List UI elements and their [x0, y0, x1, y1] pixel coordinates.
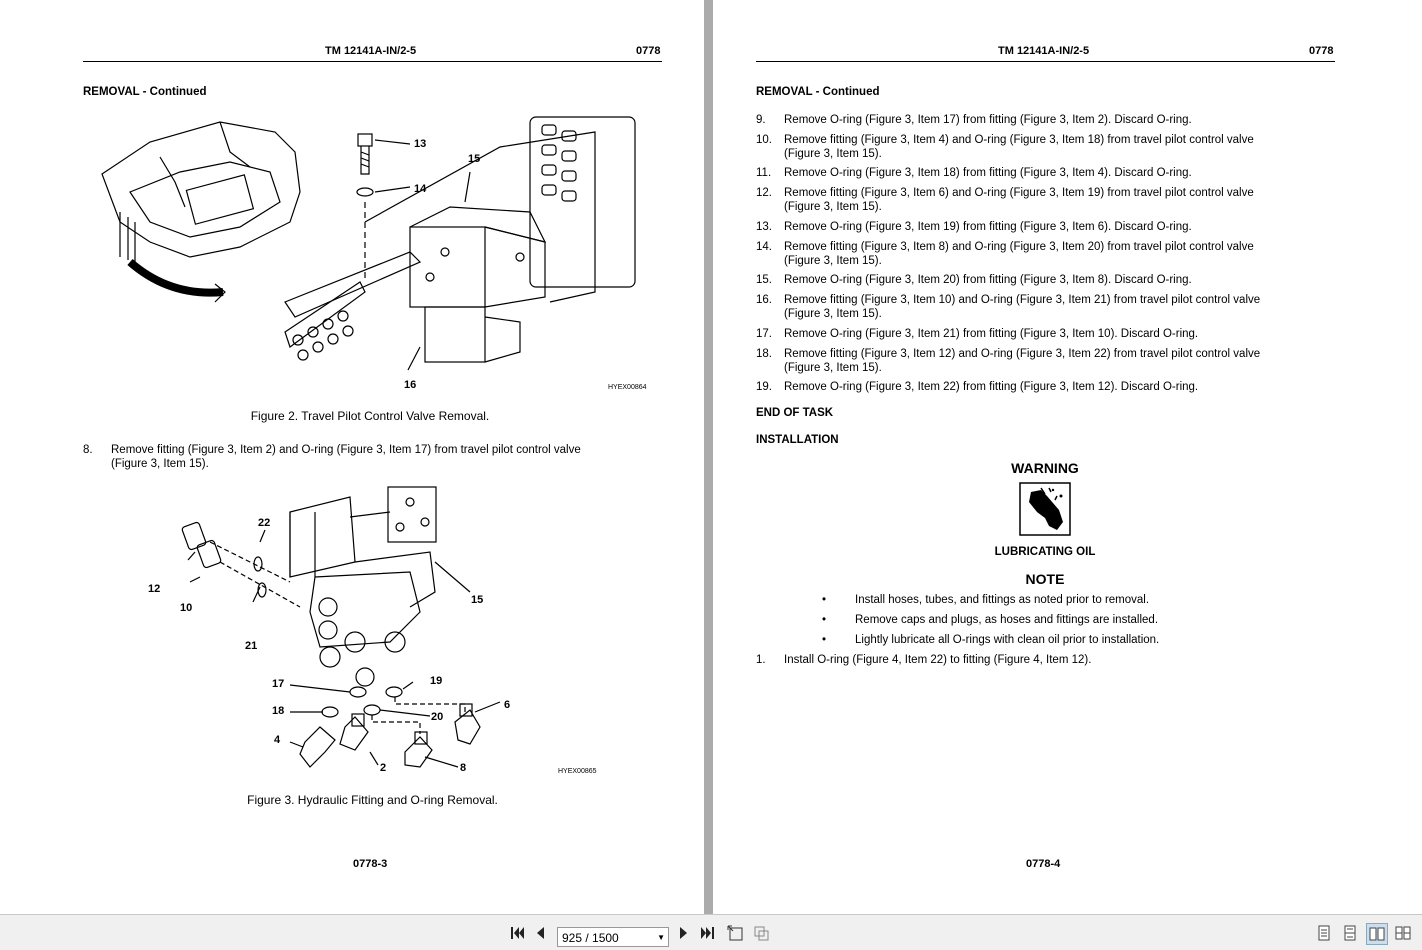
page-number-select[interactable]: 925 / 1500 ▼	[557, 927, 669, 947]
step-number: 16.	[756, 294, 772, 306]
step-number: 13.	[756, 221, 772, 233]
header-title: TM 12141A-IN/2-5	[998, 45, 1090, 57]
step-text: Remove O-ring (Figure 3, Item 21) from f…	[784, 328, 1199, 340]
header-code: 0778	[1309, 45, 1334, 57]
callout-21: 21	[245, 640, 257, 652]
prev-page-icon[interactable]	[531, 923, 551, 943]
fit-width-icon[interactable]	[751, 923, 771, 943]
header-code: 0778	[636, 45, 661, 57]
last-page-icon[interactable]	[698, 923, 718, 943]
step-number: 11.	[756, 167, 772, 179]
callout-18: 18	[272, 705, 284, 717]
step-number: 17.	[756, 328, 772, 340]
step-text: Remove fitting (Figure 3, Item 8) and O-…	[784, 241, 1254, 267]
step-text: Remove O-ring (Figure 3, Item 20) from f…	[784, 274, 1192, 286]
step-text: Remove O-ring (Figure 3, Item 19) from f…	[784, 221, 1192, 233]
installation-heading: INSTALLATION	[756, 434, 839, 446]
note-title: NOTE	[1025, 571, 1065, 587]
header-rule	[756, 61, 1335, 62]
step-number: 1.	[756, 654, 766, 666]
figure-ref: HYEX00864	[608, 384, 647, 391]
step-number: 12.	[756, 187, 772, 199]
note-text: Lightly lubricate all O-rings with clean…	[855, 634, 1160, 646]
callout-4: 4	[274, 734, 281, 746]
step-number: 19.	[756, 381, 772, 393]
header-title: TM 12141A-IN/2-5	[325, 45, 417, 57]
callout-14: 14	[414, 183, 427, 195]
step-text: Remove O-ring (Figure 3, Item 22) from f…	[784, 381, 1199, 393]
facing-view-icon[interactable]	[1366, 923, 1388, 945]
step-number: 8.	[83, 444, 93, 456]
left-page: TM 12141A-IN/2-5 0778 REMOVAL - Continue…	[0, 0, 704, 914]
step-text: Remove O-ring (Figure 3, Item 18) from f…	[784, 167, 1192, 179]
callout-15: 15	[468, 153, 480, 165]
figure-3-illustration: 22 12 10 21 15 17 19 18 20 6 4 2 8 HYEX0…	[148, 486, 597, 775]
warning-label: LUBRICATING OIL	[994, 546, 1096, 558]
step-number: 10.	[756, 134, 772, 146]
chevron-down-icon: ▼	[657, 933, 665, 942]
callout-15: 15	[471, 594, 483, 606]
right-page: TM 12141A-IN/2-5 0778 REMOVAL - Continue…	[713, 0, 1422, 914]
step-text: Install O-ring (Figure 4, Item 22) to fi…	[784, 654, 1092, 666]
callout-20: 20	[431, 711, 443, 723]
single-page-view-icon[interactable]	[1314, 923, 1334, 943]
step-text: Remove fitting (Figure 3, Item 10) and O…	[784, 294, 1261, 320]
fit-page-icon[interactable]	[725, 923, 745, 943]
callout-2: 2	[380, 762, 386, 774]
callout-8: 8	[460, 762, 466, 774]
step-number: 9.	[756, 114, 766, 126]
step-text: Remove fitting (Figure 3, Item 2) and O-…	[111, 444, 581, 470]
end-of-task: END OF TASK	[756, 407, 834, 419]
step-number: 14.	[756, 241, 772, 253]
callout-19: 19	[430, 675, 442, 687]
step-number: 18.	[756, 348, 772, 360]
callout-12: 12	[148, 583, 160, 595]
page-footer: 0778-4	[1026, 858, 1061, 870]
next-page-icon[interactable]	[673, 923, 693, 943]
page-footer: 0778-3	[353, 858, 388, 870]
callout-6: 6	[504, 699, 510, 711]
callout-13: 13	[414, 138, 426, 150]
callout-17: 17	[272, 678, 284, 690]
step-text: Remove fitting (Figure 3, Item 12) and O…	[784, 348, 1261, 374]
figure-2-illustration: 13 14 15 16 HYEX00864	[101, 116, 647, 391]
page-indicator: 925 / 1500	[562, 931, 619, 945]
step-text: Remove O-ring (Figure 3, Item 17) from f…	[784, 114, 1192, 126]
continuous-facing-view-icon[interactable]	[1393, 923, 1413, 943]
viewer-toolbar: 925 / 1500 ▼	[0, 914, 1422, 950]
section-heading: REMOVAL - Continued	[756, 86, 880, 98]
note-text: Install hoses, tubes, and fittings as no…	[855, 594, 1150, 606]
figure-3-caption: Figure 3. Hydraulic Fitting and O-ring R…	[247, 793, 498, 807]
warning-title: WARNING	[1011, 460, 1079, 476]
callout-10: 10	[180, 602, 192, 614]
figure-ref: HYEX00865	[558, 768, 597, 775]
figure-2-caption: Figure 2. Travel Pilot Control Valve Rem…	[250, 409, 490, 423]
lubricating-oil-hazard-icon	[1019, 482, 1071, 536]
header-rule	[83, 61, 662, 62]
section-heading: REMOVAL - Continued	[83, 86, 207, 98]
callout-16: 16	[404, 379, 416, 391]
note-text: Remove caps and plugs, as hoses and fitt…	[855, 614, 1159, 626]
callout-22: 22	[258, 517, 270, 529]
first-page-icon[interactable]	[508, 923, 528, 943]
continuous-view-icon[interactable]	[1340, 923, 1360, 943]
step-number: 15.	[756, 274, 772, 286]
step-text: Remove fitting (Figure 3, Item 6) and O-…	[784, 187, 1254, 213]
step-text: Remove fitting (Figure 3, Item 4) and O-…	[784, 134, 1254, 160]
